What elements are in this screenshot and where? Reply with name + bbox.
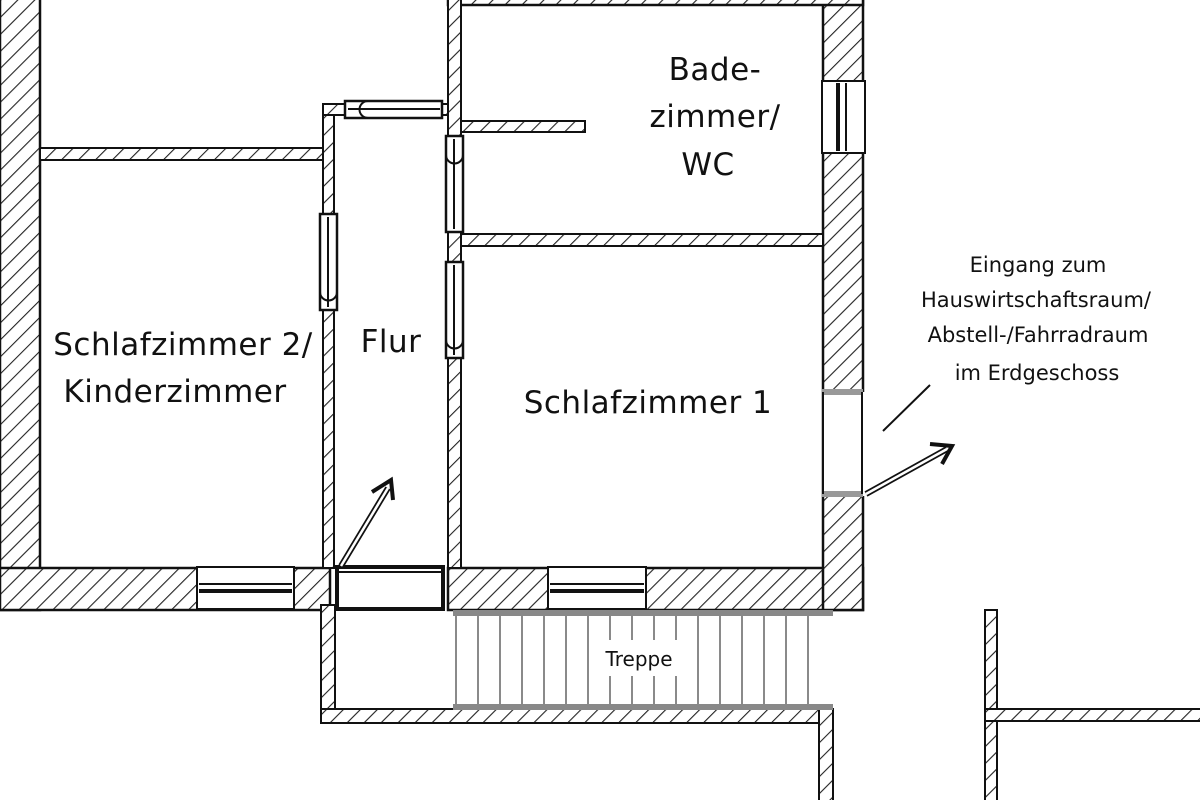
bedroom2-label-line2: Kinderzimmer <box>63 374 286 410</box>
stair-enclosure <box>320 604 834 800</box>
wall-annex-horizontal <box>984 708 1200 722</box>
wall-stair-bottom <box>320 708 834 724</box>
wall-bottom-right <box>446 566 865 612</box>
hall-doorway <box>335 565 445 611</box>
outer-walls <box>0 0 865 612</box>
stair-bottom-edge <box>453 704 833 710</box>
wall-bath-bedroom1 <box>460 233 824 247</box>
door-hall-top <box>343 99 444 120</box>
exit-arrow <box>864 442 956 497</box>
room-labels: Bade- zimmer/ WC Schlafzimmer 2/ Kinderz… <box>53 52 780 671</box>
stair-top-edge <box>453 610 833 616</box>
door-bedroom2 <box>318 212 339 312</box>
wall-stair-left <box>320 604 336 724</box>
wall-top-center <box>446 0 865 7</box>
entrance-note-line1: Eingang zum <box>970 253 1107 277</box>
bathroom-label-line3: WC <box>681 147 734 183</box>
wall-stair-right <box>818 708 834 800</box>
door-bathroom <box>444 134 465 234</box>
bedroom1-label: Schlafzimmer 1 <box>524 385 773 421</box>
wall-bath-stub <box>460 120 586 133</box>
hall-label: Flur <box>361 324 422 360</box>
window-bedroom2 <box>196 566 295 610</box>
stair-treads <box>455 616 809 704</box>
entrance-note-line4: im Erdgeschoss <box>955 361 1120 385</box>
entrance-note-leader <box>882 384 931 432</box>
wall-bedroom2-right <box>322 103 335 569</box>
stair-up-arrow <box>338 476 395 568</box>
windows <box>196 80 866 610</box>
entrance-note-line3: Abstell-/Fahrradraum <box>928 323 1149 347</box>
wall-annex-vertical <box>984 609 998 800</box>
window-bedroom1 <box>547 566 647 610</box>
doors <box>318 99 465 360</box>
annex-walls <box>984 609 1200 800</box>
stairs-label: Treppe <box>604 647 672 671</box>
staircase <box>453 610 833 710</box>
window-bathroom <box>821 80 866 154</box>
bathroom-label-line1: Bade- <box>669 52 762 88</box>
entrance-note-line2: Hauswirtschaftsraum/ <box>921 288 1152 312</box>
bathroom-label-line2: zimmer/ <box>649 99 780 135</box>
exit-opening <box>822 389 865 497</box>
door-bedroom1 <box>444 260 465 360</box>
entrance-note: Eingang zum Hauswirtschaftsraum/ Abstell… <box>921 253 1152 385</box>
wall-bedroom2-top <box>39 147 324 161</box>
bedroom2-label-line1: Schlafzimmer 2/ <box>53 327 313 363</box>
wall-left-outer <box>0 0 42 612</box>
